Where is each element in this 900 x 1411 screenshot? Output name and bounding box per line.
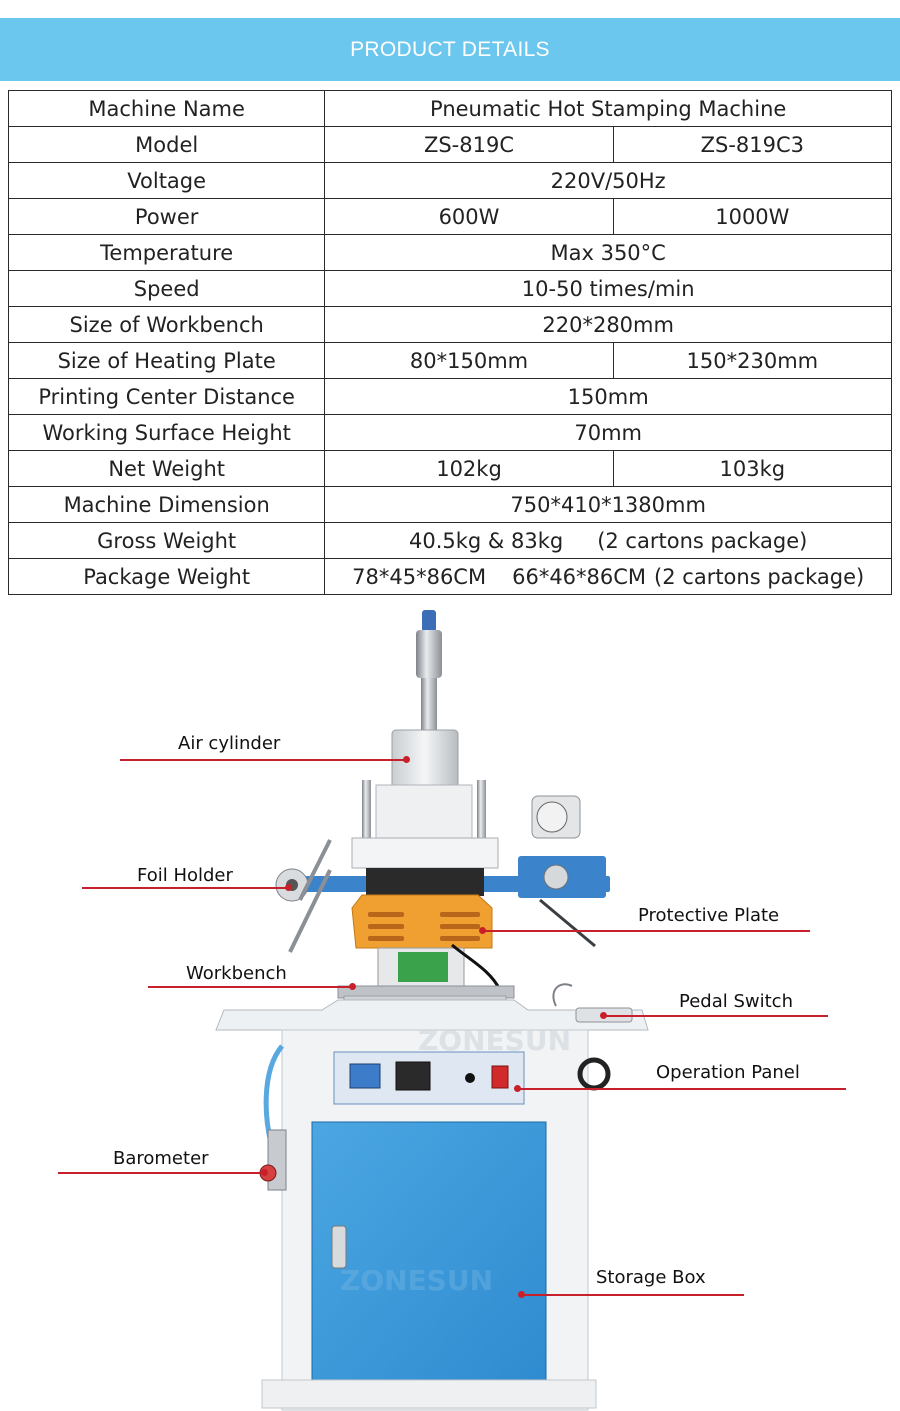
callout-dot-operation-panel xyxy=(514,1085,521,1092)
callout-workbench: Workbench xyxy=(186,963,287,984)
callout-dot-workbench xyxy=(349,983,356,990)
package-note: (2 cartons package) xyxy=(654,564,865,589)
table-row: Speed 10-50 times/min xyxy=(7,270,892,307)
spec-label: Size of Heating Plate xyxy=(7,342,326,379)
spec-value-a: 600W xyxy=(324,198,614,235)
spec-label: Package Weight xyxy=(7,558,326,595)
spec-value: 220V/50Hz xyxy=(324,162,892,199)
table-row: Net Weight 102kg 103kg xyxy=(7,450,893,487)
cabinet-base xyxy=(261,1379,597,1409)
spec-value-b: 1000W xyxy=(612,198,893,235)
spec-label: Voltage xyxy=(7,162,326,199)
spec-value: 78*45*86CM 66*46*86CM (2 cartons package) xyxy=(324,558,892,595)
table-row: Working Surface Height 70mm xyxy=(7,414,892,451)
spec-label: Model xyxy=(7,126,326,163)
callout-dot-foil-holder xyxy=(285,884,292,891)
table-row: Size of Heating Plate 80*150mm 150*230mm xyxy=(7,342,893,379)
spec-value: 10-50 times/min xyxy=(324,270,892,307)
table-row: Machine Name Pneumatic Hot Stamping Mach… xyxy=(7,90,892,127)
spec-value: Pneumatic Hot Stamping Machine xyxy=(324,90,892,127)
specs-table: Machine Name Pneumatic Hot Stamping Mach… xyxy=(7,90,893,595)
spec-label: Machine Name xyxy=(7,90,326,127)
banner-title: PRODUCT DETAILS xyxy=(350,37,550,61)
protective-plate xyxy=(351,868,493,949)
table-row: Gross Weight 40.5kg & 83kg (2 cartons pac… xyxy=(7,522,892,559)
machine-illustration: ZONESUN ZONESUN xyxy=(215,610,649,1411)
callout-foil-holder: Foil Holder xyxy=(137,865,233,886)
spec-value: 70mm xyxy=(324,414,892,451)
spec-label: Gross Weight xyxy=(7,522,326,559)
callout-dot-protective-plate xyxy=(479,927,486,934)
spec-value: Max 350°C xyxy=(324,234,892,271)
spec-value-b: ZS-819C3 xyxy=(612,126,893,163)
callout-line-protective-plate xyxy=(484,930,810,932)
spec-value-b: 150*230mm xyxy=(612,342,893,379)
callout-line-operation-panel xyxy=(518,1088,846,1090)
storage-box-door xyxy=(311,1121,547,1391)
callout-operation-panel: Operation Panel xyxy=(656,1062,800,1083)
spec-value-a: 80*150mm xyxy=(324,342,614,379)
callout-line-storage-box xyxy=(522,1294,744,1296)
callout-line-workbench xyxy=(148,986,352,988)
callout-dot-air-cylinder xyxy=(403,756,410,763)
machine-figure: ZONESUN ZONESUN Air cylinder Foil Holder… xyxy=(0,600,900,1411)
callout-storage-box: Storage Box xyxy=(596,1267,706,1288)
operation-panel xyxy=(333,1051,525,1105)
spec-value: 750*410*1380mm xyxy=(324,486,892,523)
callout-barometer: Barometer xyxy=(113,1148,209,1169)
piston-rod xyxy=(416,610,442,730)
air-cylinder xyxy=(375,729,473,848)
callout-dot-barometer xyxy=(261,1169,268,1176)
callout-line-barometer xyxy=(58,1172,264,1174)
callout-air-cylinder: Air cylinder xyxy=(178,733,281,754)
table-row: Temperature Max 350°C xyxy=(7,234,892,271)
spec-label: Power xyxy=(7,198,326,235)
spec-label: Working Surface Height xyxy=(7,414,326,451)
package-size-a: 78*45*86CM xyxy=(352,564,487,589)
callout-line-pedal-switch xyxy=(604,1015,828,1017)
watermark-text-door: ZONESUN xyxy=(340,1264,493,1297)
gross-weight-value: 40.5kg & 83kg xyxy=(409,528,564,553)
spec-value: 40.5kg & 83kg (2 cartons package) xyxy=(324,522,892,559)
spec-label: Speed xyxy=(7,270,326,307)
spec-label: Printing Center Distance xyxy=(7,378,326,415)
foil-levers xyxy=(288,839,596,953)
spec-value: 220*280mm xyxy=(324,306,892,343)
head-block xyxy=(351,837,499,869)
spec-value-a: ZS-819C xyxy=(324,126,614,163)
left-column xyxy=(362,780,371,860)
spec-label: Size of Workbench xyxy=(7,306,326,343)
table-row: Power 600W 1000W xyxy=(7,198,893,235)
callout-line-air-cylinder xyxy=(120,759,406,761)
right-column xyxy=(477,780,486,860)
callout-dot-storage-box xyxy=(518,1291,525,1298)
spec-label: Net Weight xyxy=(7,450,326,487)
gross-weight-note: (2 cartons package) xyxy=(597,528,808,553)
barometer xyxy=(259,1129,287,1191)
callout-protective-plate: Protective Plate xyxy=(638,905,780,926)
callout-line-foil-holder xyxy=(82,887,288,889)
table-row: Model ZS-819C ZS-819C3 xyxy=(7,126,893,163)
package-size-b: 66*46*86CM xyxy=(512,564,647,589)
table-row: Machine Dimension 750*410*1380mm xyxy=(7,486,892,523)
table-row: Size of Workbench 220*280mm xyxy=(7,306,892,343)
table-row: Printing Center Distance 150mm xyxy=(7,378,892,415)
callout-pedal-switch: Pedal Switch xyxy=(679,991,793,1012)
table-row: Voltage 220V/50Hz xyxy=(7,162,892,199)
spec-value: 150mm xyxy=(324,378,892,415)
callout-dot-pedal-switch xyxy=(600,1012,607,1019)
heating-plate xyxy=(377,943,502,991)
spec-label: Temperature xyxy=(7,234,326,271)
spec-value-a: 102kg xyxy=(324,450,614,487)
watermark-text: ZONESUN xyxy=(418,1024,571,1057)
spec-value-b: 103kg xyxy=(612,450,893,487)
product-details-banner: PRODUCT DETAILS xyxy=(0,18,900,81)
table-row: Package Weight 78*45*86CM 66*46*86CM (2 ca… xyxy=(7,558,892,595)
spec-label: Machine Dimension xyxy=(7,486,326,523)
